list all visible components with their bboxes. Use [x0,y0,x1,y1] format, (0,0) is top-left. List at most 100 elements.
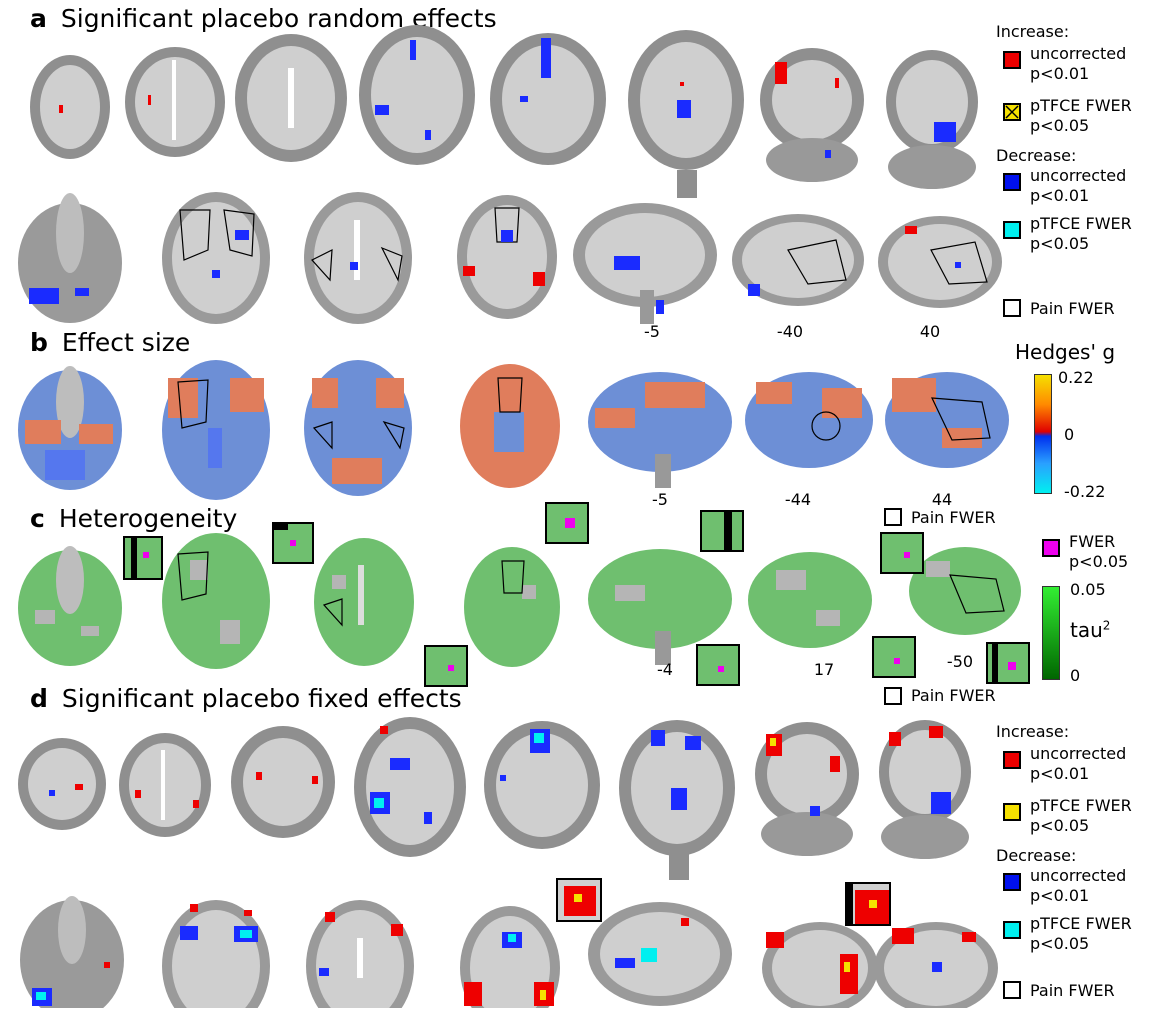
slice-coordinate: -4 [657,660,673,679]
yellow-cross-swatch [1003,103,1021,121]
colorbar-mid-label: 0 [1064,425,1075,444]
brain-sagittal-heterogeneity [585,545,735,667]
colorbar-title: tau2 [1070,618,1110,642]
brain-axial-slice [302,190,414,326]
tau-colorbar [1042,586,1060,680]
brain-sagittal-effect-size [882,368,1012,483]
colorbar-max-label: 0.22 [1058,368,1094,387]
legend-decrease-ptfce: pTFCE FWER p<0.05 [1003,914,1150,958]
zoom-inset [880,532,924,574]
brain-sagittal-slice [760,918,880,1008]
brain-axial-slice [160,896,272,1008]
legend-label: Pain FWER [1030,981,1115,1000]
brain-axial-effect-size [15,360,125,495]
slice-coordinate: -40 [776,322,804,341]
hedges-g-colorbar [1034,374,1052,494]
legend-increase-uncorrected: uncorrected p<0.01 [1003,744,1150,788]
legend-label: pTFCE FWER p<0.05 [1030,796,1132,835]
legend-fwer: FWER p<0.05 [1042,532,1150,576]
legend-pain-fwer: Pain FWER [1003,292,1150,336]
tau-label: tau [1070,618,1103,642]
brain-coronal-slice [350,712,470,862]
brain-axial-heterogeneity [462,545,562,670]
panel-letter: c [30,504,45,533]
outline-swatch [1003,981,1021,999]
legend-label: pTFCE FWER p<0.05 [1030,214,1132,253]
brain-coronal-slice [25,45,115,165]
brain-axial-heterogeneity [160,530,272,672]
panel-letter: d [30,684,48,713]
brain-coronal-slice [15,734,110,832]
zoom-inset [696,644,740,686]
legend-label: Pain FWER [911,508,996,527]
zoom-inset [272,522,314,564]
brain-sagittal-effect-size [742,368,877,483]
red-swatch [1003,51,1021,69]
outline-swatch [1003,299,1021,317]
legend-label: pTFCE FWER p<0.05 [1030,914,1132,953]
legend-label: uncorrected p<0.01 [1030,44,1127,83]
brain-coronal-slice [480,715,605,855]
brain-axial-heterogeneity [312,535,416,670]
outline-swatch [884,508,902,526]
cyan-swatch [1003,221,1021,239]
brain-axial-effect-size [302,358,414,498]
blue-swatch [1003,173,1021,191]
panel-letter: a [30,4,47,33]
slice-coordinate: -5 [652,490,668,509]
legend-decrease-uncorrected: uncorrected p<0.01 [1003,866,1150,910]
brain-coronal-slice [882,42,982,192]
brain-axial-slice [15,188,125,328]
tau-superscript: 2 [1102,618,1111,633]
brain-axial-slice [305,898,415,1008]
zoom-inset [424,645,468,687]
legend-decrease-header: Decrease: [996,846,1077,865]
legend-decrease-uncorrected: uncorrected p<0.01 [1003,166,1150,210]
colorbar-max-label: 0.05 [1070,580,1106,599]
brain-coronal-slice [228,722,338,842]
legend-pain-fwer-top: Pain FWER [884,506,1034,550]
brain-sagittal-slice [585,898,735,1008]
legend-increase-header: Increase: [996,22,1070,41]
brain-sagittal-slice [570,200,720,328]
legend-decrease-ptfce: pTFCE FWER p<0.05 [1003,214,1150,258]
slice-coordinate: -50 [946,652,974,671]
legend-increase-ptfce: pTFCE FWER p<0.05 [1003,796,1150,840]
slice-coordinate: 44 [931,490,953,509]
brain-axial-slice [458,902,562,1008]
brain-coronal-slice [115,730,215,840]
brain-sagittal-slice [728,210,868,320]
brain-sagittal-slice [875,212,1005,320]
cyan-swatch [1003,921,1021,939]
brain-coronal-slice [486,28,610,170]
brain-axial-slice [455,192,559,322]
zoom-inset [845,882,891,926]
slice-coordinate: 40 [919,322,941,341]
legend-pain-fwer: Pain FWER [1003,974,1150,1018]
slice-coordinate: -44 [784,490,812,509]
legend-increase-header: Increase: [996,722,1070,741]
legend-increase-ptfce: pTFCE FWER p<0.05 [1003,96,1150,140]
zoom-inset [700,510,744,552]
panel-letter: b [30,328,48,357]
brain-axial-heterogeneity [15,540,125,670]
brain-coronal-slice [355,20,480,170]
brain-coronal-slice [232,28,350,168]
brain-coronal-slice [755,40,870,185]
zoom-inset [545,502,589,544]
legend-label: uncorrected p<0.01 [1030,744,1127,783]
legend-label: uncorrected p<0.01 [1030,866,1127,905]
outline-swatch [884,687,902,705]
red-swatch [1003,751,1021,769]
legend-decrease-header: Decrease: [996,146,1077,165]
magenta-swatch [1042,539,1060,557]
brain-sagittal-effect-size [585,368,735,490]
zoom-inset [872,636,916,678]
legend-label: Pain FWER [911,686,996,705]
brain-coronal-slice [120,40,230,165]
slice-coordinate: -5 [644,322,660,341]
brain-coronal-slice [625,20,747,202]
colorbar-title: Hedges' g [1015,340,1116,364]
